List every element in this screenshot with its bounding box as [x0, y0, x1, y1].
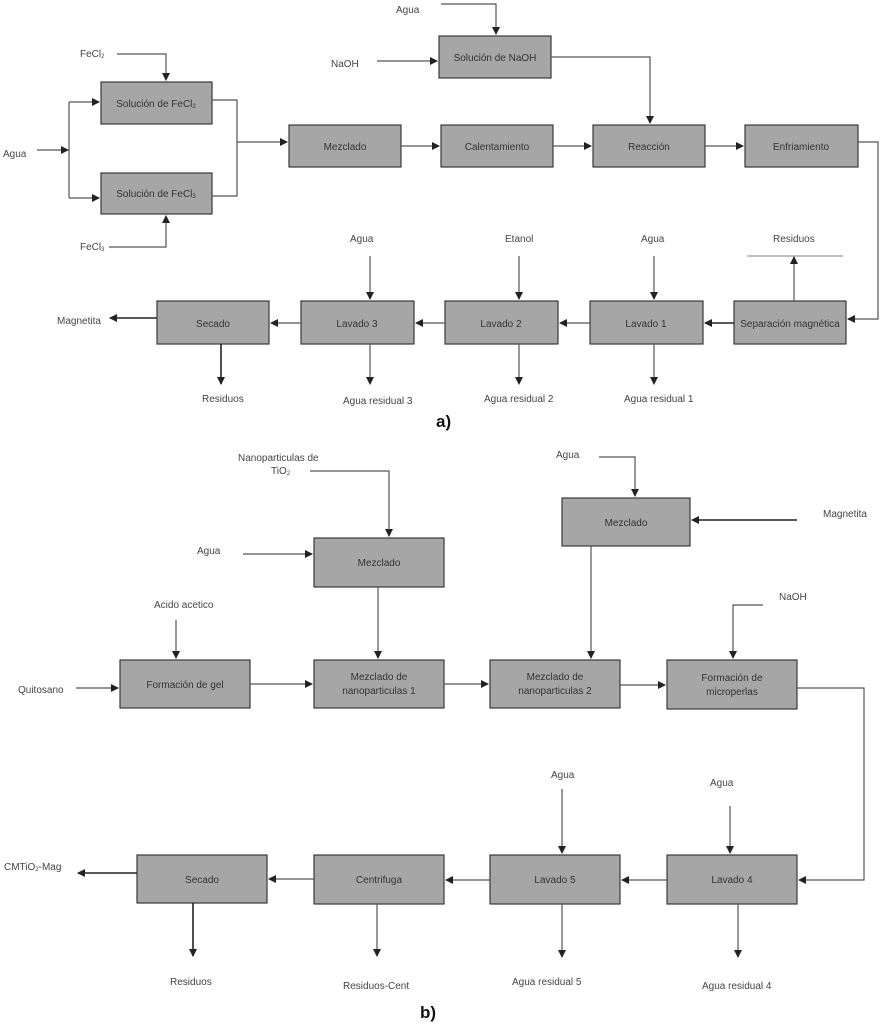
- svg-text:Lavado 5: Lavado 5: [534, 875, 576, 886]
- svg-text:Solución de FeCl3: Solución de FeCl3: [116, 189, 196, 200]
- arrow-fecl3-in: [109, 215, 170, 248]
- svg-text:Solución de FeCl2: Solución de FeCl2: [116, 99, 196, 110]
- label-product-cmtio2-mag: CMTiO2-Mag: [4, 862, 61, 873]
- box-mezclado-nanoparticulas-2: Mezclado de nanoparticulas 2: [489, 659, 621, 709]
- box-lavado-4: Lavado 4: [666, 854, 798, 905]
- label-agua-residual-1: Agua residual 1: [624, 394, 694, 405]
- diagram-b: Mezclado Mezclado Formación de gel Mezcl…: [4, 450, 867, 1022]
- box-solucion-fecl2: Solución de FeCl2: [100, 81, 213, 125]
- svg-text:Lavado 3: Lavado 3: [336, 319, 378, 330]
- label-agua-residual-5: Agua residual 5: [512, 977, 582, 988]
- box-secado-b: Secado: [136, 854, 268, 904]
- label-magnetita-output: Magnetita: [57, 316, 101, 327]
- box-lavado-3: Lavado 3: [300, 300, 415, 345]
- box-solucion-naoh: Solución de NaOH: [438, 35, 552, 79]
- label-agua-input: Agua: [3, 149, 27, 160]
- label-naoh: NaOH: [331, 59, 359, 70]
- arrow-agua-to-mezclado-mag: [599, 456, 639, 497]
- label-agua-residual-2: Agua residual 2: [484, 394, 554, 405]
- label-residuos-cent: Residuos-Cent: [343, 981, 409, 992]
- box-formacion-gel: Formación de gel: [119, 659, 251, 709]
- arrow-tio2-to-mezclado: [310, 470, 393, 537]
- box-enfriamiento: Enfriamiento: [744, 124, 859, 168]
- label-nanoparticulas-tio2-line1: Nanoparticulas de: [238, 453, 319, 464]
- arrow-naoh-to-microperlas: [729, 604, 763, 659]
- svg-text:Secado: Secado: [185, 875, 219, 886]
- svg-text:Enfriamiento: Enfriamiento: [773, 142, 830, 153]
- box-mezclado-nanoparticulas-1: Mezclado de nanoparticulas 1: [313, 659, 445, 709]
- arrow-naoh-to-reaccion: [551, 56, 654, 124]
- arrow-agua-to-naoh: [441, 3, 500, 35]
- label-etanol: Etanol: [505, 234, 533, 245]
- box-lavado-1: Lavado 1: [589, 300, 704, 345]
- svg-text:Formación de: Formación de: [701, 673, 763, 684]
- merge-line: [212, 99, 238, 197]
- label-agua-lavado1: Agua: [641, 234, 665, 245]
- svg-text:Mezclado: Mezclado: [358, 558, 401, 569]
- label-agua-lavado3: Agua: [350, 234, 374, 245]
- panel-label-b: b): [420, 1003, 436, 1022]
- label-fecl3: FeCl3: [80, 242, 105, 253]
- box-mezclado-tio2: Mezclado: [313, 537, 445, 588]
- label-agua-lavado4: Agua: [710, 778, 734, 789]
- panel-label-a: a): [436, 412, 451, 431]
- svg-text:Solución de NaOH: Solución de NaOH: [454, 53, 537, 64]
- label-agua-residual-3: Agua residual 3: [343, 396, 413, 407]
- box-reaccion: Reacción: [592, 124, 706, 168]
- box-mezclado: Mezclado: [288, 124, 402, 168]
- svg-text:Lavado 4: Lavado 4: [711, 875, 753, 886]
- box-solucion-fecl3: Solución de FeCl3: [100, 172, 213, 215]
- svg-text:Mezclado: Mezclado: [324, 142, 367, 153]
- connectors-b: [76, 456, 865, 958]
- box-lavado-2: Lavado 2: [444, 300, 559, 345]
- label-agua-lavado5: Agua: [551, 770, 575, 781]
- connectors-a: [37, 3, 879, 385]
- svg-text:Calentamiento: Calentamiento: [465, 142, 530, 153]
- box-separacion-magnetica: Separación magnética: [733, 300, 847, 345]
- box-lavado-5: Lavado 5: [489, 854, 621, 905]
- label-agua-residual-4: Agua residual 4: [702, 981, 772, 992]
- box-calentamiento: Calentamiento: [440, 124, 554, 168]
- svg-text:Secado: Secado: [196, 319, 230, 330]
- svg-text:Mezclado de: Mezclado de: [351, 672, 408, 683]
- arrow-enfriamiento-separacion: [847, 141, 879, 323]
- svg-text:Separación magnética: Separación magnética: [740, 319, 840, 330]
- arrow-fecl2-in: [117, 53, 170, 81]
- svg-text:microperlas: microperlas: [706, 687, 758, 698]
- svg-text:Lavado 1: Lavado 1: [625, 319, 667, 330]
- label-residuos-b: Residuos: [170, 977, 212, 988]
- label-fecl2: FeCl2: [80, 49, 105, 60]
- svg-text:nanoparticulas 2: nanoparticulas 2: [518, 686, 592, 697]
- box-mezclado-magnetita: Mezclado: [561, 497, 691, 547]
- label-nanoparticulas-tio2-line2: TiO2: [271, 466, 291, 477]
- label-agua-mezclado: Agua: [197, 546, 221, 557]
- box-secado: Secado: [156, 300, 270, 345]
- label-quitosano: Quitosano: [18, 685, 64, 696]
- box-formacion-microperlas: Formación de microperlas: [666, 659, 798, 710]
- label-agua-naoh: Agua: [396, 5, 420, 16]
- label-residuos-separacion: Residuos: [773, 234, 815, 245]
- box-centrifuga: Centrifuga: [313, 854, 445, 905]
- svg-text:nanoparticulas 1: nanoparticulas 1: [342, 686, 416, 697]
- svg-text:Mezclado: Mezclado: [605, 518, 648, 529]
- label-naoh-b: NaOH: [779, 592, 807, 603]
- label-acido-acetico: Acido acetico: [154, 600, 214, 611]
- label-residuos-secado: Residuos: [202, 394, 244, 405]
- label-agua-mezclado-mag: Agua: [556, 450, 580, 461]
- svg-text:Formación de gel: Formación de gel: [146, 680, 223, 691]
- svg-text:Mezclado de: Mezclado de: [527, 672, 584, 683]
- diagram-a: Solución de FeCl2 Solución de FeCl3 Solu…: [3, 3, 879, 431]
- svg-text:Centrifuga: Centrifuga: [356, 875, 403, 886]
- svg-text:Reacción: Reacción: [628, 142, 670, 153]
- arrow-microperlas-to-lavado4: [797, 687, 865, 884]
- label-magnetita-input: Magnetita: [823, 509, 867, 520]
- svg-text:Lavado 2: Lavado 2: [480, 319, 522, 330]
